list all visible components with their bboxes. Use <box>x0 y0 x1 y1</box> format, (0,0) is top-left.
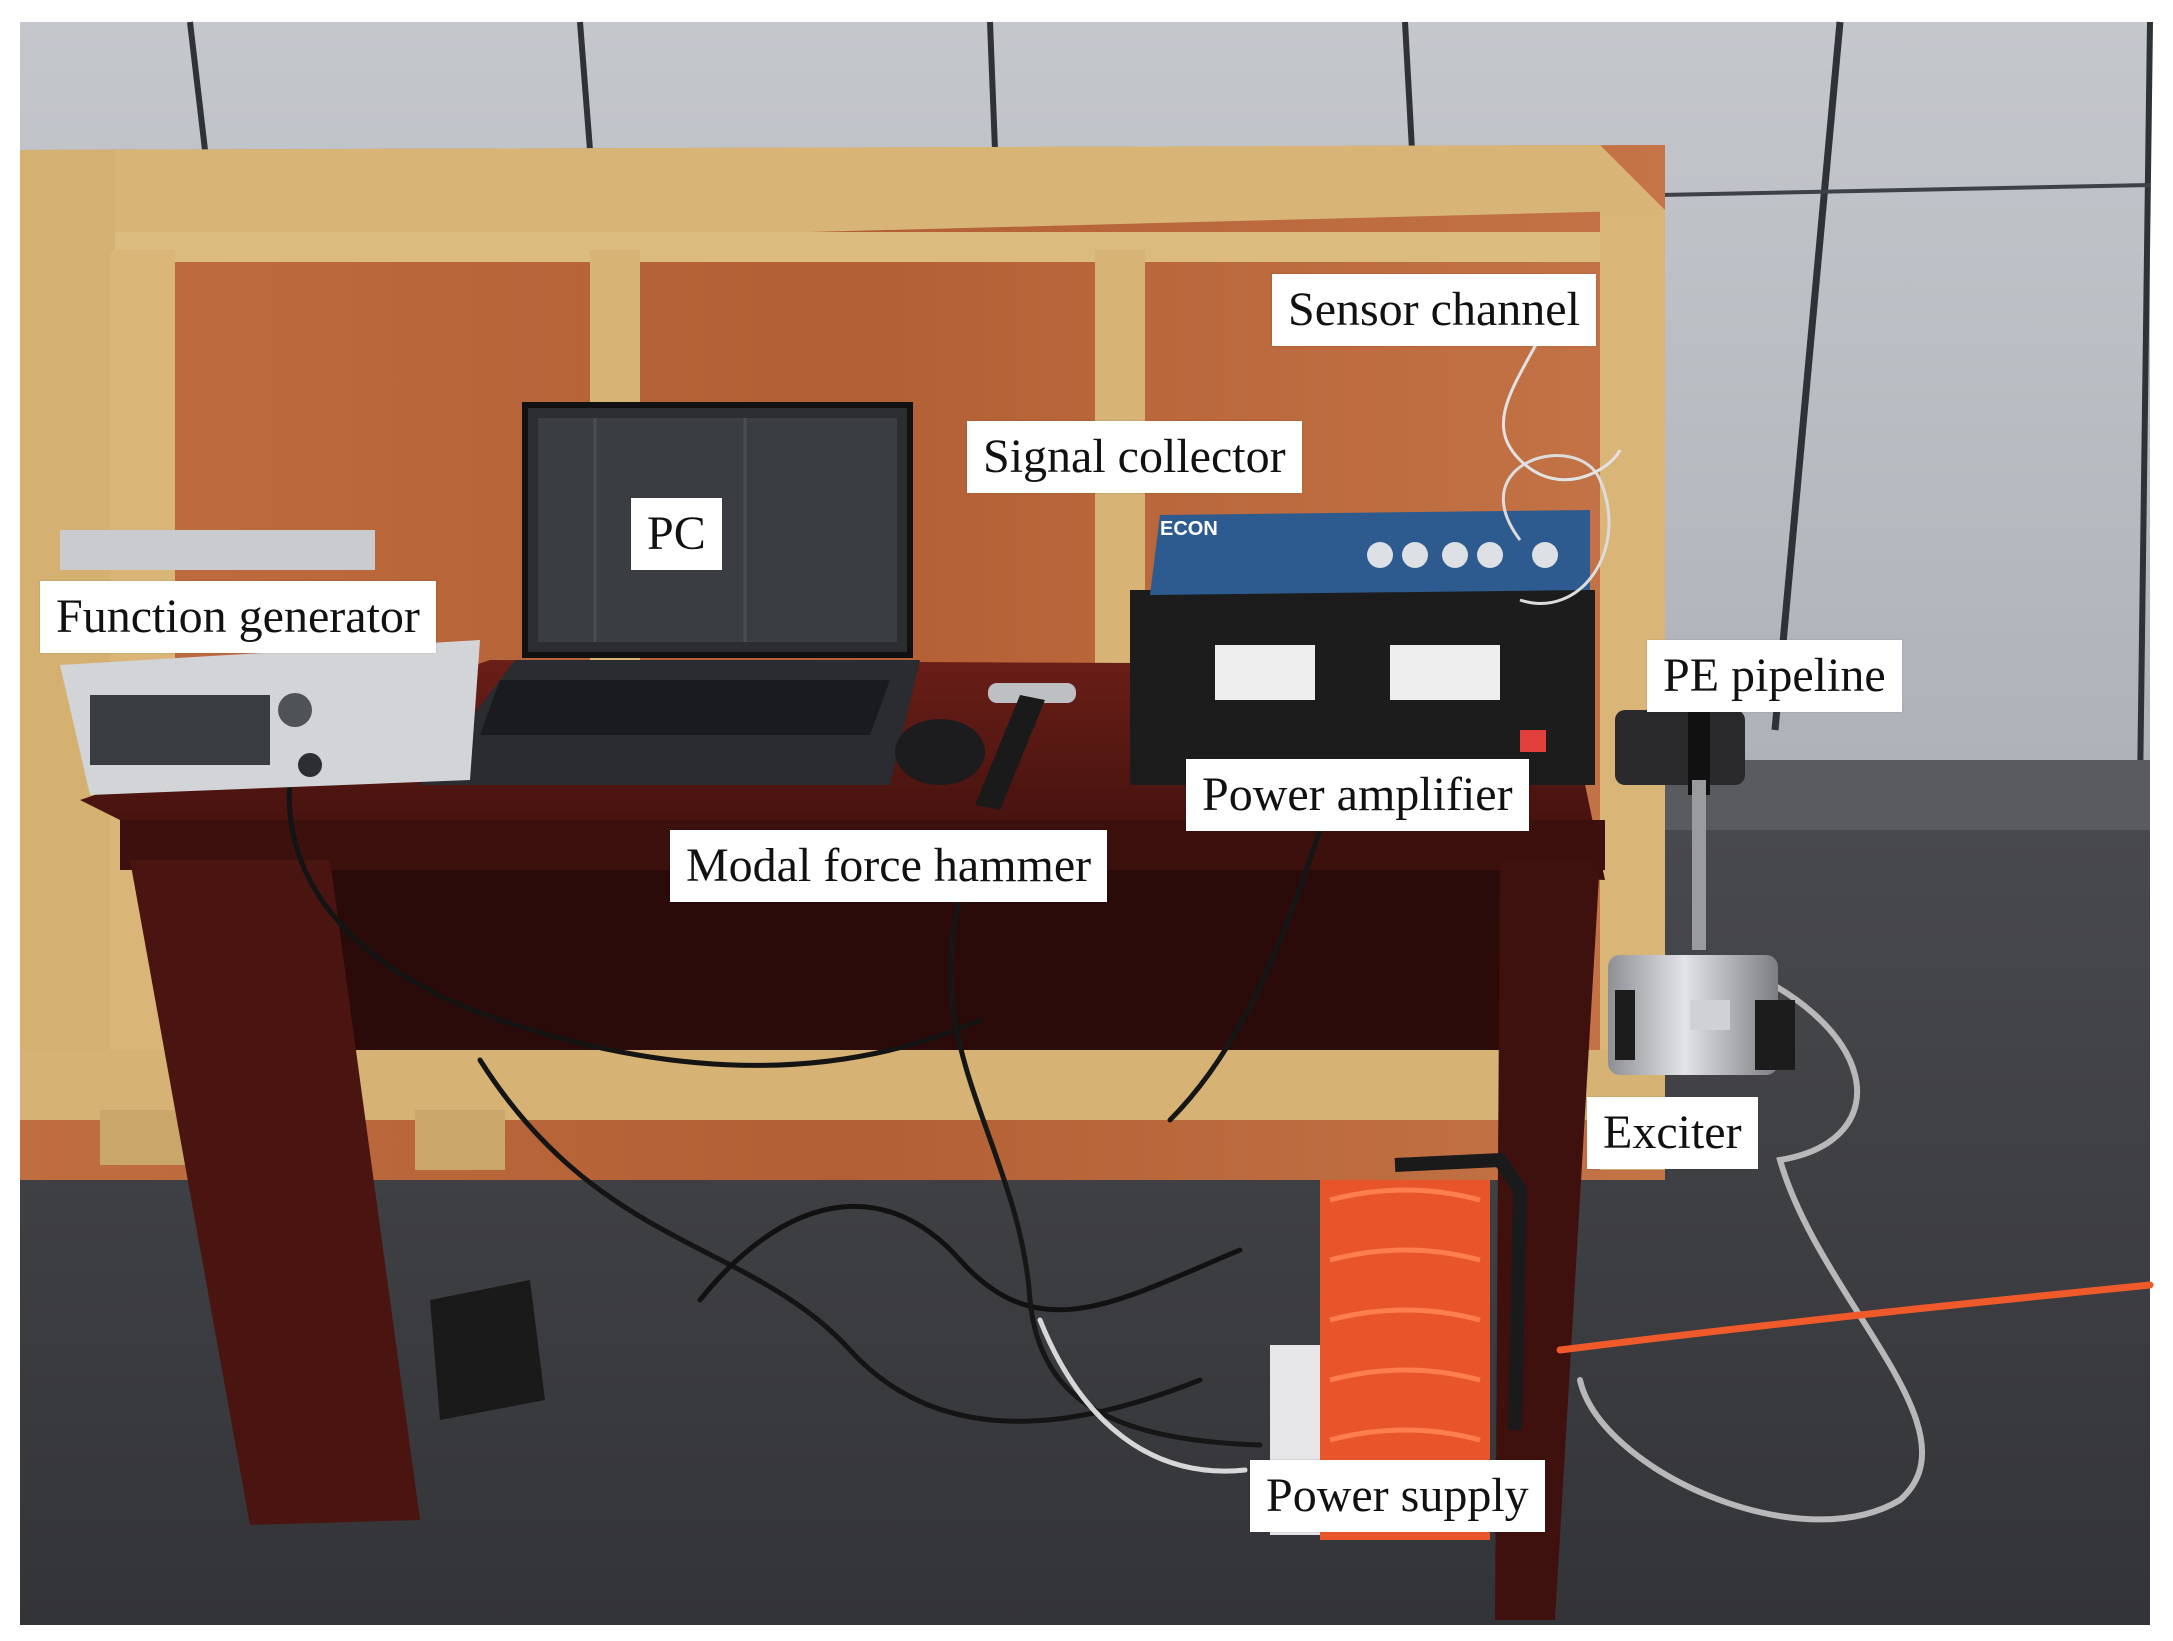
power-adapter <box>430 1280 545 1420</box>
modal-force-hammer-label: Modal force hammer <box>670 830 1108 902</box>
power-amplifier-label: Power amplifier <box>1186 759 1529 831</box>
power-amplifier <box>1130 590 1595 785</box>
pe-pipeline <box>1615 700 1745 950</box>
exciter <box>1608 955 1795 1075</box>
pe-pipeline-label: PE pipeline <box>1647 640 1902 712</box>
signal-collector: ECON <box>1150 510 1590 595</box>
function-generator <box>60 530 480 795</box>
cables <box>286 777 2154 1523</box>
pc-label: PC <box>631 498 722 570</box>
exciter-label: Exciter <box>1587 1097 1758 1169</box>
sensor-channel-label: Sensor channel <box>1272 274 1596 346</box>
mouse <box>895 719 985 785</box>
signal-collector-label: Signal collector <box>967 421 1302 493</box>
modal-force-hammer <box>975 683 1076 810</box>
power-supply-label: Power supply <box>1250 1460 1545 1532</box>
signal-collector-brand: ECON <box>1160 518 1218 540</box>
sensor-wires <box>1502 299 1622 605</box>
function-generator-label: Function generator <box>40 581 436 653</box>
